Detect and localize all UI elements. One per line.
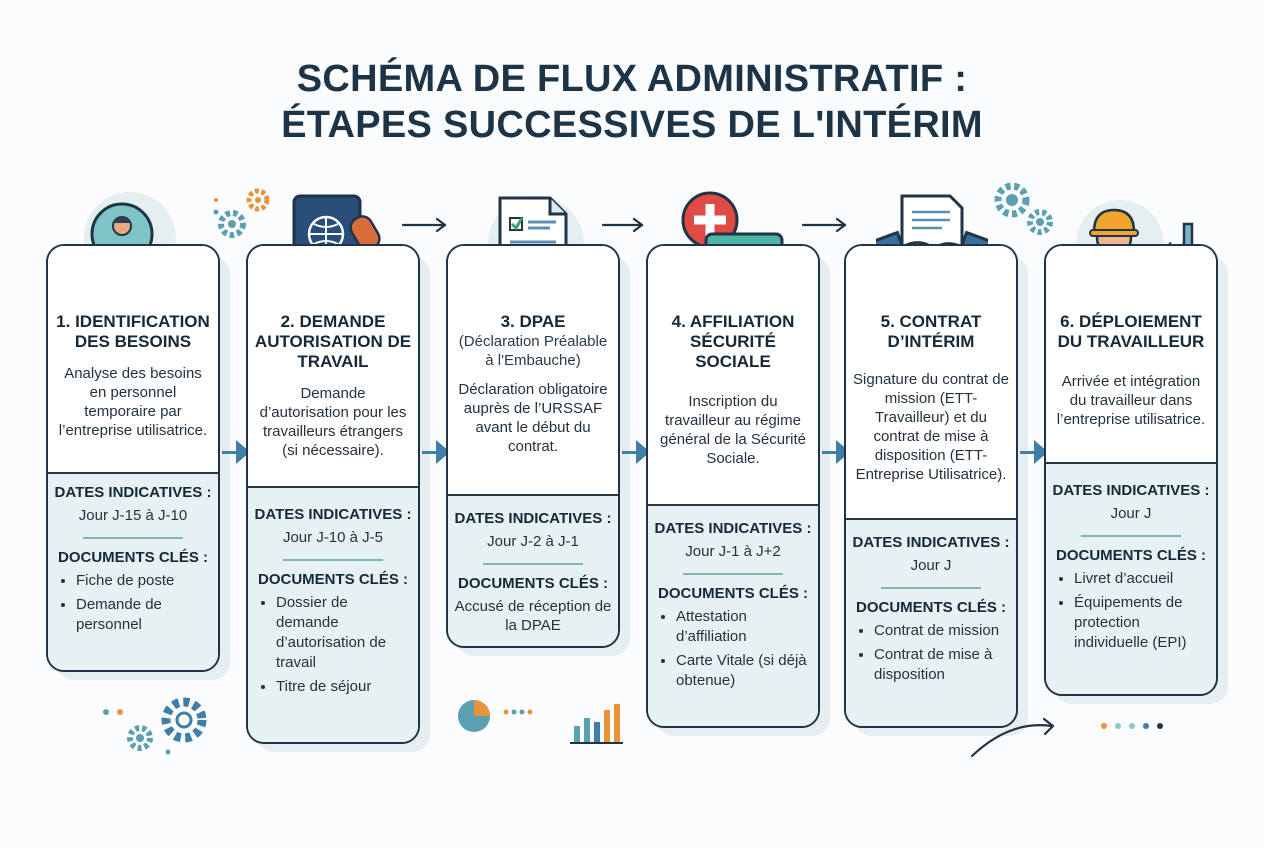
dates-label: DATES INDICATIVES : (654, 520, 812, 537)
step-details: DATES INDICATIVES : Jour J-10 à J-5 DOCU… (248, 486, 418, 742)
gear-icons-decor-1 (213, 188, 270, 238)
step-description: Déclaration obligatoire auprès de l’URSS… (458, 381, 608, 455)
divider (283, 559, 383, 561)
step-details: DATES INDICATIVES : Jour J DOCUMENTS CLÉ… (846, 518, 1016, 726)
step-description: Signature du contrat de mission (ETT-Tra… (853, 371, 1009, 483)
step-title: 5. CONTRAT D’INTÉRIM (880, 312, 982, 351)
docs-list: Dossier de demande d’autorisation de tra… (254, 593, 412, 697)
dates-value: Jour J-10 à J-5 (282, 529, 384, 546)
docs-list: Fiche de poste Demande de personnel (54, 571, 212, 635)
step-title: 4. AFFILIATION SÉCURITÉ SOCIALE (671, 312, 795, 371)
docs-list: Contrat de mission Contrat de mise à dis… (852, 621, 1010, 685)
divider (483, 563, 583, 565)
docs-label: DOCUMENTS CLÉS : (458, 575, 608, 592)
doc-item: Contrat de mission (874, 621, 1010, 641)
step-card-6: 6. DÉPLOIEMENT DU TRAVAILLEUR Arrivée et… (1044, 244, 1218, 696)
doc-item: Équipements de protection individuelle (… (1074, 593, 1210, 653)
step-subtitle: (Déclaration Préalable à l'Embauche) (458, 333, 608, 369)
dates-label: DATES INDICATIVES : (54, 484, 212, 501)
bar-chart-icon (570, 704, 623, 744)
dates-label: DATES INDICATIVES : (852, 534, 1010, 551)
pie-chart-icon (458, 700, 533, 732)
doc-item: Livret d’accueil (1074, 569, 1210, 589)
docs-text: Accusé de réception de la DPAE (454, 598, 612, 634)
step-description: Analyse des besoins en personnel tempora… (58, 365, 208, 439)
dates-label: DATES INDICATIVES : (1052, 482, 1210, 499)
step-description: Inscription du travailleur au régime gén… (660, 393, 806, 467)
bottom-curved-arrow (970, 724, 1054, 758)
docs-label: DOCUMENTS CLÉS : (856, 599, 1006, 616)
doc-item: Demande de personnel (76, 595, 212, 635)
doc-item: Contrat de mise à disposition (874, 645, 1010, 685)
step-details: DATES INDICATIVES : Jour J-2 à J-1 DOCUM… (448, 494, 618, 646)
dates-value: Jour J (1110, 505, 1152, 522)
step-details: DATES INDICATIVES : Jour J DOCUMENTS CLÉ… (1046, 462, 1216, 694)
diagram-title: SCHÉMA DE FLUX ADMINISTRATIF : ÉTAPES SU… (0, 56, 1264, 148)
divider (683, 573, 783, 575)
divider (1081, 535, 1181, 537)
step-card-3: 3. DPAE (Déclaration Préalable à l'Embau… (446, 244, 620, 648)
doc-item: Titre de séjour (276, 677, 412, 697)
step-title: 6. DÉPLOIEMENT DU TRAVAILLEUR (1057, 312, 1205, 351)
step-card-1: 1. IDENTIFICATION DES BESOINS Analyse de… (46, 244, 220, 672)
step-description: Demande d’autorisation pour les travaill… (259, 385, 407, 459)
divider (83, 537, 183, 539)
step-details: DATES INDICATIVES : Jour J-15 à J-10 DOC… (48, 472, 218, 670)
title-line-1: SCHÉMA DE FLUX ADMINISTRATIF : (296, 58, 968, 100)
docs-list: Attestation d’affiliation Carte Vitale (… (654, 607, 812, 691)
step-card-2: 2. DEMANDE AUTORISATION DE TRAVAIL Deman… (246, 244, 420, 744)
dates-value: Jour J-1 à J+2 (685, 543, 781, 560)
divider (881, 587, 981, 589)
doc-item: Fiche de poste (76, 571, 212, 591)
docs-label: DOCUMENTS CLÉS : (58, 549, 208, 566)
docs-list: Livret d’accueil Équipements de protecti… (1052, 569, 1210, 653)
dates-value: Jour J (910, 557, 952, 574)
step-details: DATES INDICATIVES : Jour J-1 à J+2 DOCUM… (648, 504, 818, 726)
dates-value: Jour J-2 à J-1 (487, 533, 579, 550)
dates-label: DATES INDICATIVES : (254, 506, 412, 523)
step-title: 3. DPAE (500, 312, 566, 331)
doc-item: Carte Vitale (si déjà obtenue) (676, 651, 812, 691)
step-title: 1. IDENTIFICATION DES BESOINS (56, 312, 210, 351)
docs-label: DOCUMENTS CLÉS : (658, 585, 808, 602)
title-line-2: ÉTAPES SUCCESSIVES DE L'INTÉRIM (281, 104, 983, 146)
dates-label: DATES INDICATIVES : (454, 510, 612, 527)
doc-item: Dossier de demande d’autorisation de tra… (276, 593, 412, 673)
gear-icons-decor-2 (994, 182, 1053, 235)
step-title: 2. DEMANDE AUTORISATION DE TRAVAIL (254, 312, 412, 371)
step-description: Arrivée et intégration du travailleur da… (1056, 373, 1206, 428)
dots-decor (1101, 723, 1163, 729)
docs-label: DOCUMENTS CLÉS : (258, 571, 408, 588)
step-card-5: 5. CONTRAT D’INTÉRIM Signature du contra… (844, 244, 1018, 728)
doc-item: Attestation d’affiliation (676, 607, 812, 647)
docs-label: DOCUMENTS CLÉS : (1056, 547, 1206, 564)
dates-value: Jour J-15 à J-10 (78, 507, 188, 524)
gear-icons-decor-3 (103, 697, 207, 755)
step-card-4: 4. AFFILIATION SÉCURITÉ SOCIALE Inscript… (646, 244, 820, 728)
